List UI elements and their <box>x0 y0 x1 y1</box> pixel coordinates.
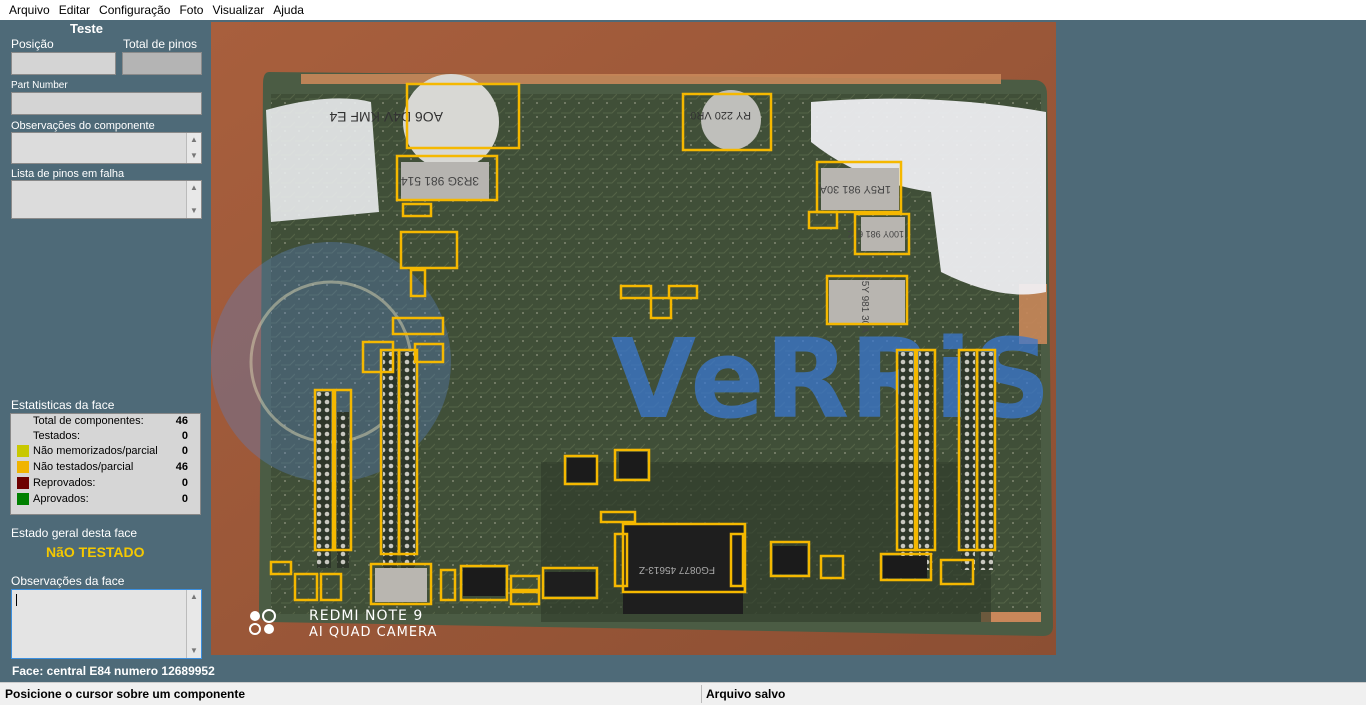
stat-row-reprovados: Reprovados: 0 <box>11 476 200 491</box>
obs-face-textarea[interactable]: ▲▼ <box>11 589 202 659</box>
menu-visualizar[interactable]: Visualizar <box>212 3 265 17</box>
part-marking: 1R5Y 981 30A <box>859 268 870 333</box>
stat-row-nao-testados: Não testados/parcial 46 <box>11 460 200 475</box>
camera-line2: AI QUAD CAMERA <box>309 625 437 640</box>
chevron-up-icon[interactable]: ▲ <box>190 135 198 144</box>
menu-bar: Arquivo Editar Configuração Foto Visualizar A… <box>0 0 1366 21</box>
obs-componente-label: Observações do componente <box>11 120 155 132</box>
stat-value: 46 <box>175 415 188 427</box>
main-area: Teste Posição Total de pinos Part Number… <box>0 20 1366 662</box>
text-cursor <box>16 594 17 606</box>
status-bar: Posicione o cursor sobre um componente A… <box>0 682 1366 705</box>
obs-componente-textarea[interactable]: ▲▼ <box>11 132 202 164</box>
part-number-label: Part Number <box>11 80 68 91</box>
estado-label: Estado geral desta face <box>11 526 138 540</box>
stat-label: Aprovados: <box>33 493 89 505</box>
legend-swatch <box>17 461 29 473</box>
menu-foto[interactable]: Foto <box>179 3 204 17</box>
part-marking: AO6 D4V KMF E4 <box>329 109 443 125</box>
legend-swatch <box>17 493 29 505</box>
chevron-down-icon[interactable]: ▼ <box>190 151 198 160</box>
stat-label: Não testados/parcial <box>33 461 134 473</box>
pinos-falha-label: Lista de pinos em falha <box>11 168 125 180</box>
part-marking: 1R5Y 981 30A <box>819 183 891 195</box>
pinos-falha-textarea[interactable]: ▲▼ <box>11 180 202 219</box>
stat-label: Não memorizados/parcial <box>33 445 158 457</box>
stat-row-testados: Testados: 0 <box>11 429 200 444</box>
scrollbar[interactable]: ▲▼ <box>186 133 201 163</box>
status-right: Arquivo salvo <box>706 687 786 701</box>
total-pinos-label: Total de pinos <box>123 37 198 51</box>
stat-row-total: Total de componentes: 46 <box>11 414 200 429</box>
part-marking: 3R3G 981 514 <box>401 174 479 188</box>
stats-title: Estatisticas da face <box>11 398 115 412</box>
stat-value: 46 <box>175 461 188 473</box>
estado-value: NãO TESTADO <box>46 544 145 560</box>
part-number-field[interactable] <box>11 92 202 115</box>
pcb-photo: VeRRiS AO6 D4V KMF E4 RY 220 VR0 3R3G 98… <box>211 22 1056 655</box>
chevron-down-icon[interactable]: ▼ <box>190 646 198 655</box>
total-pinos-field[interactable] <box>122 52 202 75</box>
camera-line1: REDMI NOTE 9 <box>309 608 423 624</box>
stat-value: 0 <box>181 430 188 442</box>
legend-swatch <box>17 477 29 489</box>
status-divider <box>701 685 702 703</box>
posicao-field[interactable] <box>11 52 116 75</box>
stat-label: Reprovados: <box>33 477 96 489</box>
legend-swatch <box>17 445 29 457</box>
chevron-down-icon[interactable]: ▼ <box>190 206 198 215</box>
part-marking: RY 220 VR0 <box>690 109 751 121</box>
stat-label: Testados: <box>33 430 81 442</box>
status-left: Posicione o cursor sobre um componente <box>5 687 246 701</box>
stat-value: 0 <box>181 477 188 489</box>
component-markers <box>269 82 997 606</box>
pcb-photo-viewer[interactable]: VeRRiS AO6 D4V KMF E4 RY 220 VR0 3R3G 98… <box>211 22 1056 655</box>
stat-value: 0 <box>181 493 188 505</box>
panel-title: Teste <box>70 21 103 36</box>
stats-box: Total de componentes: 46 Testados: 0 Não m… <box>10 413 201 515</box>
menu-ajuda[interactable]: Ajuda <box>273 3 304 17</box>
menu-configuracao[interactable]: Configuração <box>99 3 171 17</box>
right-empty-pane <box>1057 22 1366 662</box>
left-panel: Teste Posição Total de pinos Part Number… <box>0 20 210 662</box>
chevron-up-icon[interactable]: ▲ <box>190 592 198 601</box>
stat-row-nao-memorizados: Não memorizados/parcial 0 <box>11 444 200 459</box>
scrollbar[interactable]: ▲▼ <box>186 590 201 658</box>
stat-value: 0 <box>181 445 188 457</box>
face-bar: Face: central E84 numero 12689952 <box>0 662 1366 682</box>
scrollbar[interactable]: ▲▼ <box>186 181 201 218</box>
part-marking: FG0877 45613-Z <box>639 564 715 575</box>
obs-face-label: Observações da face <box>11 574 125 588</box>
camera-watermark: REDMI NOTE 9 AI QUAD CAMERA <box>249 608 437 640</box>
chevron-up-icon[interactable]: ▲ <box>190 183 198 192</box>
menu-arquivo[interactable]: Arquivo <box>9 3 50 17</box>
stat-row-aprovados: Aprovados: 0 <box>11 492 200 507</box>
part-marking: 100Y 981 63Z <box>847 229 904 239</box>
face-label: Face: central E84 numero 12689952 <box>12 664 215 678</box>
posicao-label: Posição <box>11 37 54 51</box>
menu-editar[interactable]: Editar <box>58 3 91 17</box>
stat-label: Total de componentes: <box>33 415 144 427</box>
